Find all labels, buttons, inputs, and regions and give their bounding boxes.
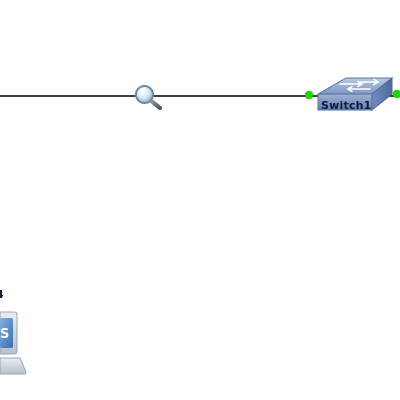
port-status-left (305, 91, 313, 99)
laptop-icon: S (0, 311, 27, 375)
host-node[interactable]: S (0, 296, 30, 378)
svg-text:S: S (0, 327, 9, 342)
switch-node[interactable] (306, 74, 400, 116)
switch-icon (316, 76, 394, 112)
magnifier-icon[interactable] (133, 83, 163, 111)
switch-label: Switch1 (321, 99, 372, 112)
port-status-right (393, 90, 400, 98)
host-label: 4 (0, 288, 4, 301)
